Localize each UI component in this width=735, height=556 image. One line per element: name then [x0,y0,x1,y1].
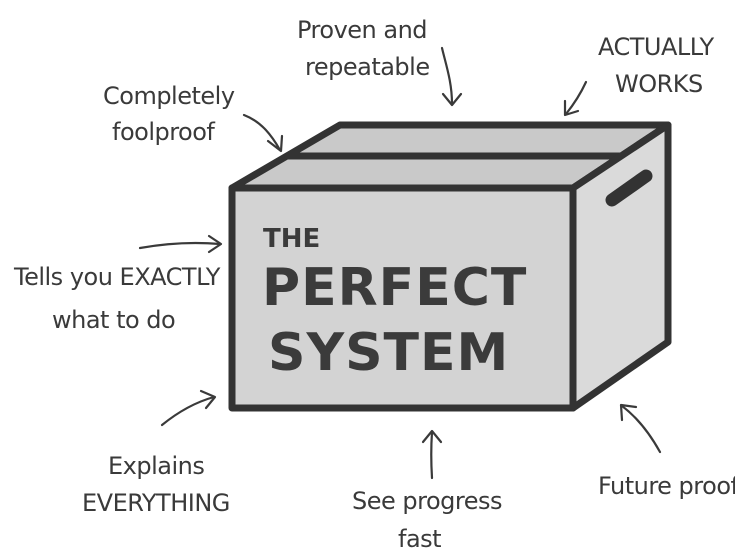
callout-exactly-line1: Tells you EXACTLY [13,263,221,291]
callout-future-text: Future proof [598,472,735,500]
box-label-system: SYSTEM [268,323,509,383]
callout-proven-line1: Proven and [297,16,427,44]
callout-works-arrowhead [563,99,580,117]
box-front-face [228,184,577,412]
callout-future: Future proof [598,403,735,500]
callout-foolproof-line1: Completely [103,82,235,110]
callout-explains-line1: Explains [108,452,204,480]
callout-progress-line1: See progress [352,487,502,515]
callout-future-arrowhead [619,403,638,422]
callout-exactly-arrow [138,241,222,250]
callout-works: ACTUALLY WORKS [563,33,715,117]
callout-proven-arrowhead [441,92,463,107]
callout-exactly-line2: what to do [52,306,175,334]
box-label-the: THE [263,224,320,254]
callout-progress: See progress fast [352,429,503,553]
callout-future-arrow [620,404,662,454]
callout-proven-line2: repeatable [305,53,430,81]
callout-foolproof-arrow [242,113,282,152]
box-label-perfect: PERFECT [262,258,527,318]
callout-proven: Proven and repeatable [297,16,463,107]
callout-foolproof: Completely foolproof [103,82,284,153]
callout-proven-arrow [440,46,454,106]
callout-explains-line2: EVERYTHING [82,489,230,517]
callout-explains-arrow [160,395,216,427]
callout-exactly-arrowhead [207,234,223,254]
box: THE PERFECT SYSTEM [228,121,672,412]
callout-foolproof-line2: foolproof [112,118,215,146]
callout-exactly: Tells you EXACTLY what to do [13,234,223,334]
callout-explains: Explains EVERYTHING [82,389,230,517]
callout-works-line1: ACTUALLY [598,33,714,61]
callout-works-arrow [564,80,588,116]
callout-works-line2: WORKS [615,70,703,98]
callout-explains-arrowhead [199,389,217,410]
callout-progress-arrowhead [421,429,443,444]
callout-progress-arrow [430,430,434,480]
callout-foolproof-arrowhead [266,134,284,153]
box-handle [605,169,653,207]
callout-progress-line2: fast [398,525,441,553]
